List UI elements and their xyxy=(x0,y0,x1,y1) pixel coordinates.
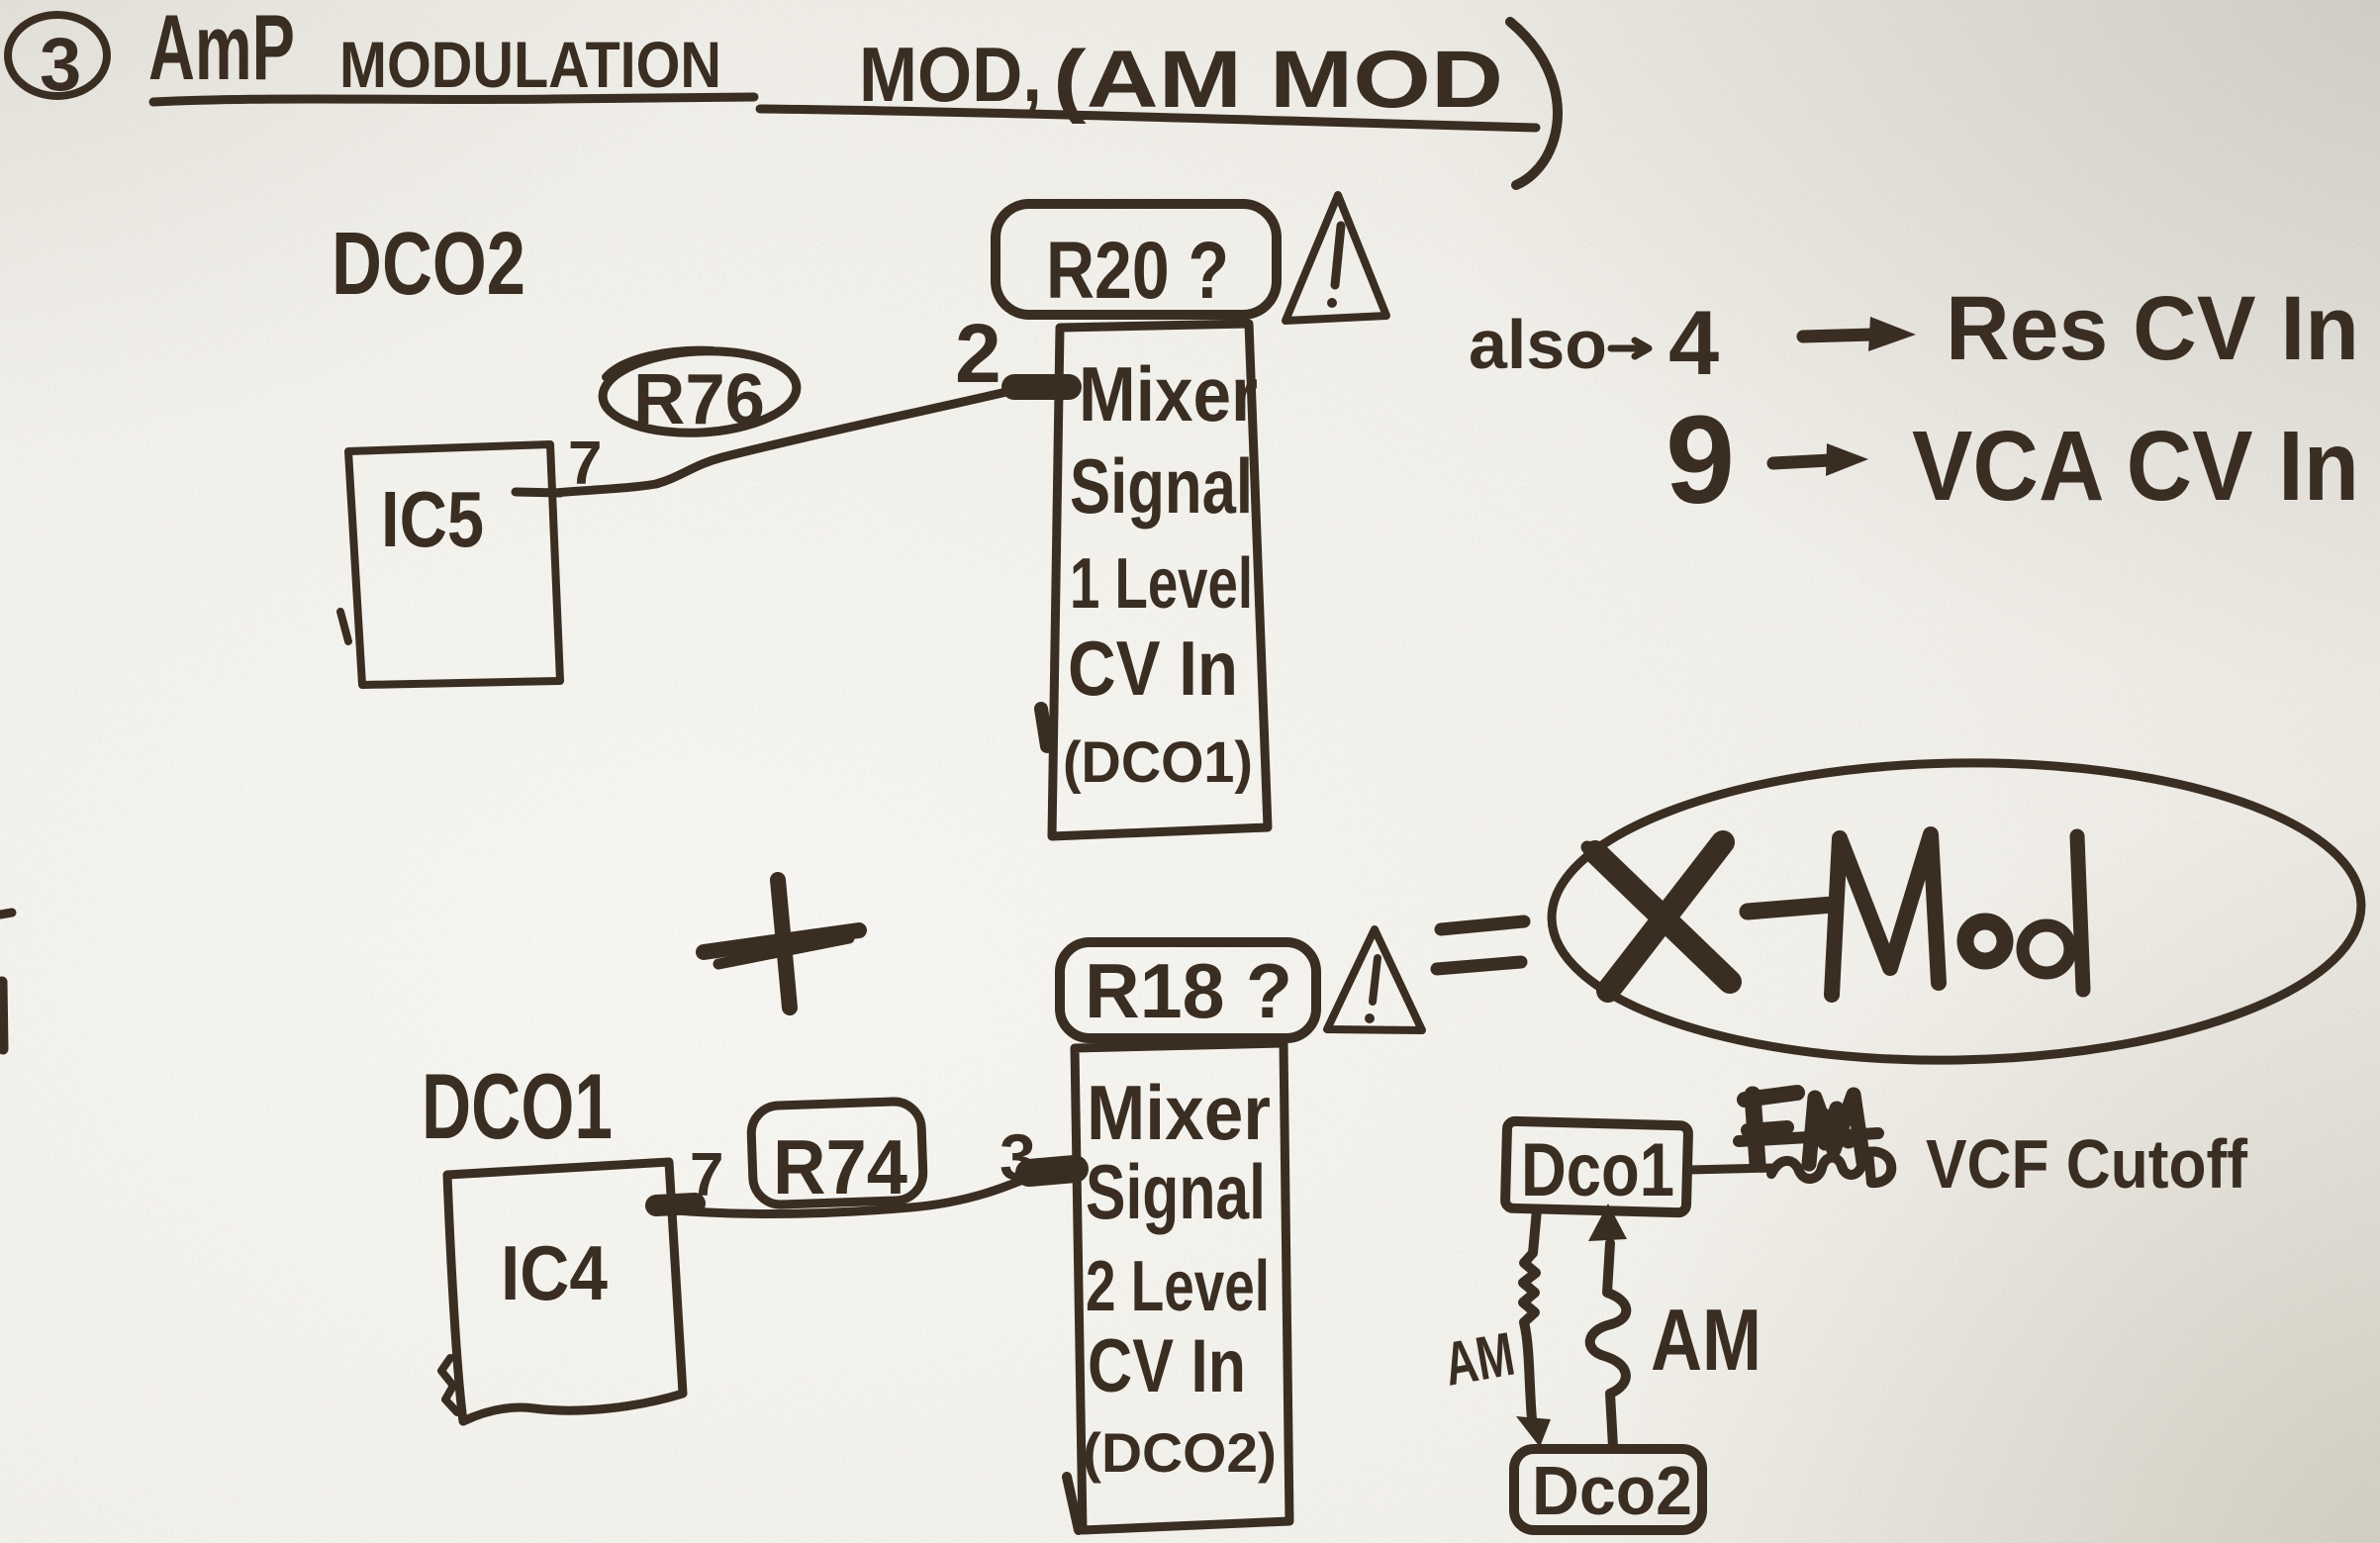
svg-text:1 Level: 1 Level xyxy=(1070,544,1253,624)
svg-text:DCO1: DCO1 xyxy=(422,1054,613,1158)
svg-text:DCO2: DCO2 xyxy=(332,215,525,314)
svg-text:IC4: IC4 xyxy=(501,1229,608,1316)
svg-text:Dco1: Dco1 xyxy=(1521,1128,1674,1212)
svg-text:R74: R74 xyxy=(773,1123,907,1210)
svg-text:Dco2: Dco2 xyxy=(1532,1452,1692,1529)
svg-text:Signal: Signal xyxy=(1070,442,1253,530)
svg-text:VCF Cutoff: VCF Cutoff xyxy=(1926,1125,2248,1203)
svg-text:Res CV In: Res CV In xyxy=(1946,278,2359,379)
svg-text:AM: AM xyxy=(1651,1291,1761,1389)
svg-text:2: 2 xyxy=(955,307,1001,400)
svg-text:Mixer: Mixer xyxy=(1079,350,1258,437)
svg-text:MOD,: MOD, xyxy=(859,31,1042,118)
svg-text:3: 3 xyxy=(40,23,81,107)
svg-text:AM: AM xyxy=(1439,1320,1519,1399)
svg-text:9: 9 xyxy=(1666,390,1735,530)
svg-text:R18 ?: R18 ? xyxy=(1085,947,1292,1034)
svg-text:AmP: AmP xyxy=(148,0,295,99)
svg-text:Mixer: Mixer xyxy=(1087,1069,1271,1156)
svg-text:MODULATION: MODULATION xyxy=(339,28,721,101)
svg-text:R20 ?: R20 ? xyxy=(1046,226,1229,316)
svg-text:VCA CV In: VCA CV In xyxy=(1912,411,2359,522)
svg-text:(AM MOD: (AM MOD xyxy=(1053,35,1503,125)
svg-text:IC5: IC5 xyxy=(381,475,484,563)
svg-text:4: 4 xyxy=(1668,293,1719,394)
svg-text:Signal: Signal xyxy=(1086,1148,1266,1235)
svg-text:2 Level: 2 Level xyxy=(1086,1247,1270,1326)
svg-text:(DCO1): (DCO1) xyxy=(1063,730,1253,795)
svg-text:CV In: CV In xyxy=(1088,1324,1246,1408)
svg-text:also: also xyxy=(1469,306,1607,383)
svg-text:(DCO2): (DCO2) xyxy=(1083,1421,1277,1484)
svg-text:CV In: CV In xyxy=(1068,625,1238,712)
svg-text:R76: R76 xyxy=(633,360,765,439)
